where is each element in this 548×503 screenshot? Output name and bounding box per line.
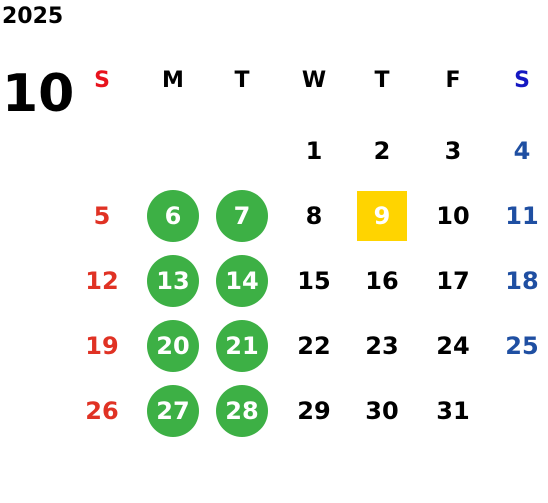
calendar-year: 2025 (2, 4, 64, 29)
day-cell: 22 (297, 332, 331, 360)
day-cell: 12 (85, 267, 119, 295)
day-highlight-circle (147, 320, 199, 372)
day-cell: 30 (365, 397, 399, 425)
day-cell: 21 (225, 332, 259, 360)
day-cell: 9 (373, 202, 391, 230)
weekday-header-5: F (445, 68, 461, 93)
day-cell: 6 (164, 202, 182, 230)
day-cell: 7 (233, 202, 251, 230)
day-cell: 25 (505, 332, 539, 360)
weekday-header-6: S (514, 68, 530, 93)
day-cell: 3 (444, 137, 462, 165)
calendar-month: 10 (2, 64, 75, 124)
day-cell: 1 (305, 137, 323, 165)
day-cell: 10 (436, 202, 470, 230)
day-highlight-square (357, 191, 407, 241)
day-cell: 20 (156, 332, 190, 360)
day-highlight-circle (216, 320, 268, 372)
day-cell: 18 (505, 267, 539, 295)
day-cell: 27 (156, 397, 190, 425)
day-cell: 15 (297, 267, 331, 295)
day-highlight-circle (147, 255, 199, 307)
day-cell: 8 (305, 202, 323, 230)
day-highlight-circle (216, 385, 268, 437)
day-cell: 2 (373, 137, 391, 165)
day-cell: 19 (85, 332, 119, 360)
day-cell: 17 (436, 267, 470, 295)
day-cell: 23 (365, 332, 399, 360)
weekday-header-2: T (234, 68, 250, 93)
day-cell: 14 (225, 267, 259, 295)
day-highlight-circle (216, 190, 268, 242)
day-cell: 5 (93, 202, 111, 230)
day-cell: 24 (436, 332, 470, 360)
weekday-header-1: M (162, 68, 184, 93)
weekday-header-4: T (374, 68, 390, 93)
day-highlight-circle (147, 190, 199, 242)
weekday-header-0: S (94, 68, 110, 93)
day-cell: 4 (513, 137, 531, 165)
day-cell: 13 (156, 267, 190, 295)
day-cell: 29 (297, 397, 331, 425)
day-cell: 31 (436, 397, 470, 425)
weekday-header-3: W (301, 68, 327, 93)
day-highlight-circle (147, 385, 199, 437)
day-cell: 16 (365, 267, 399, 295)
day-cell: 26 (85, 397, 119, 425)
day-cell: 11 (505, 202, 539, 230)
day-highlight-circle (216, 255, 268, 307)
day-cell: 28 (225, 397, 259, 425)
